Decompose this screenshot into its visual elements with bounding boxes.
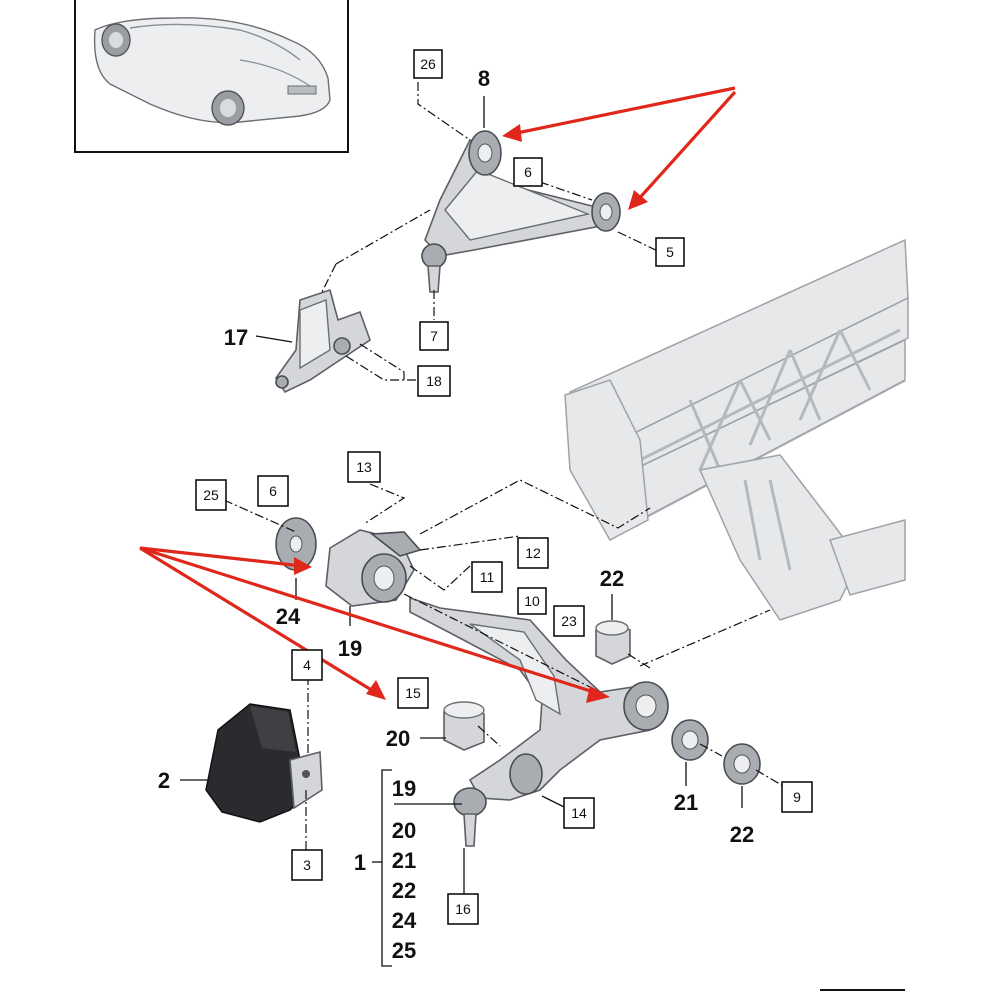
kit-list: 1 19 20 21 22 24 25 bbox=[354, 776, 417, 963]
svg-text:15: 15 bbox=[405, 685, 421, 701]
kit-item: 20 bbox=[392, 818, 416, 843]
svg-text:26: 26 bbox=[420, 56, 436, 72]
callout-13: 13 bbox=[347, 451, 381, 483]
callout-16: 16 bbox=[447, 893, 479, 925]
callout-6-lower: 6 bbox=[257, 475, 289, 507]
callout-25: 25 bbox=[195, 479, 227, 511]
callout-14: 14 bbox=[563, 797, 595, 829]
callout-26: 26 bbox=[413, 49, 443, 79]
kit-bracket bbox=[372, 769, 392, 967]
callout-23: 23 bbox=[553, 605, 585, 637]
svg-text:25: 25 bbox=[203, 487, 219, 503]
vehicle-inset bbox=[74, 0, 349, 153]
highlight-arrows bbox=[139, 86, 737, 703]
svg-text:7: 7 bbox=[430, 328, 438, 344]
svg-text:10: 10 bbox=[524, 593, 540, 609]
callout-15: 15 bbox=[397, 677, 429, 709]
kit-item: 24 bbox=[392, 908, 417, 933]
svg-text:6: 6 bbox=[524, 164, 532, 180]
callout-3: 3 bbox=[291, 849, 323, 881]
kit-item: 22 bbox=[392, 878, 416, 903]
bushing-22-bottom bbox=[723, 743, 761, 785]
callout-9: 9 bbox=[781, 781, 813, 813]
label-20: 20 bbox=[386, 726, 410, 751]
kit-item: 25 bbox=[392, 938, 416, 963]
washer-24 bbox=[275, 517, 317, 571]
svg-text:5: 5 bbox=[666, 244, 674, 260]
label-17: 17 bbox=[224, 325, 248, 350]
rear-subframe bbox=[564, 238, 909, 621]
svg-text:16: 16 bbox=[455, 901, 471, 917]
callout-6-upper: 6 bbox=[513, 157, 543, 187]
label-19: 19 bbox=[338, 636, 362, 661]
kit-item: 19 bbox=[392, 776, 416, 801]
label-21: 21 bbox=[674, 790, 698, 815]
toe-link-bracket bbox=[275, 288, 371, 394]
svg-text:23: 23 bbox=[561, 613, 577, 629]
svg-text:12: 12 bbox=[525, 545, 541, 561]
svg-text:18: 18 bbox=[426, 373, 442, 389]
callout-18: 18 bbox=[417, 365, 451, 397]
bushing-22-top bbox=[595, 620, 631, 665]
label-2: 2 bbox=[158, 768, 170, 793]
label-22-top: 22 bbox=[600, 566, 624, 591]
upper-control-arm bbox=[421, 130, 621, 293]
callout-10: 10 bbox=[517, 587, 547, 615]
car-illustration bbox=[93, 17, 331, 126]
label-8: 8 bbox=[478, 66, 490, 91]
svg-text:13: 13 bbox=[356, 459, 372, 475]
svg-text:14: 14 bbox=[571, 805, 587, 821]
bushing-20 bbox=[443, 701, 485, 751]
callout-5: 5 bbox=[655, 237, 685, 267]
svg-text:9: 9 bbox=[793, 789, 801, 805]
label-22-bottom: 22 bbox=[730, 822, 754, 847]
label-24: 24 bbox=[276, 604, 301, 629]
bushing-21 bbox=[671, 719, 709, 761]
kit-item: 21 bbox=[392, 848, 416, 873]
svg-text:11: 11 bbox=[480, 569, 495, 585]
lower-control-arm bbox=[409, 596, 669, 847]
callout-4: 4 bbox=[291, 649, 323, 681]
callout-11: 11 bbox=[471, 561, 503, 593]
svg-text:4: 4 bbox=[303, 657, 311, 673]
callout-7: 7 bbox=[419, 321, 449, 351]
kit-group-label: 1 bbox=[354, 850, 366, 875]
leader-lines bbox=[223, 82, 791, 850]
shield-bracket-2 bbox=[205, 703, 323, 823]
callout-12: 12 bbox=[517, 537, 549, 569]
svg-text:6: 6 bbox=[269, 483, 277, 499]
svg-text:3: 3 bbox=[303, 857, 311, 873]
